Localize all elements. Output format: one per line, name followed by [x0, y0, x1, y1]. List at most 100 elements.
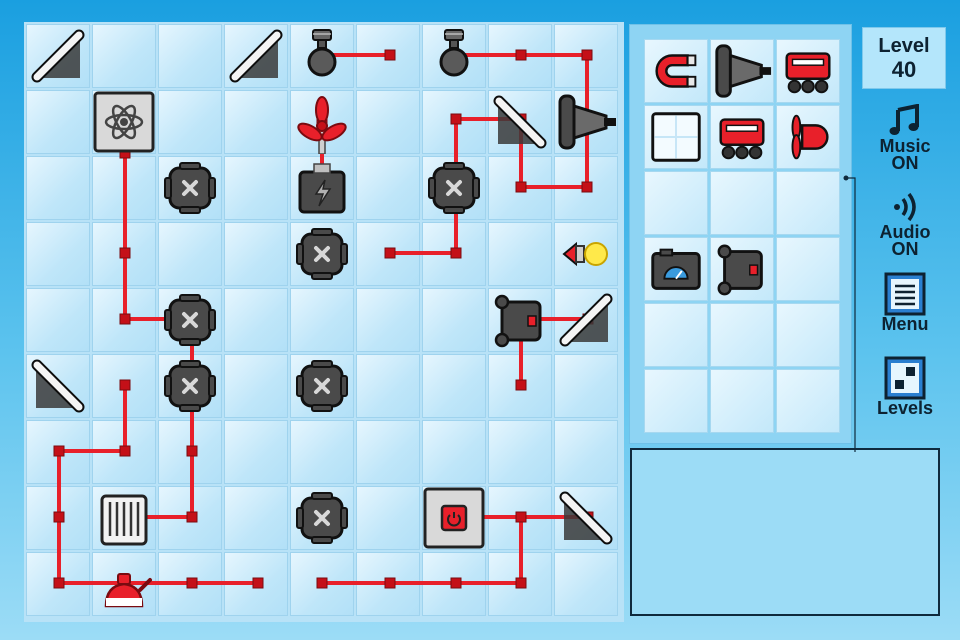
board-piece-blocker-x[interactable] [290, 222, 354, 286]
inventory-item-robot-cart[interactable] [710, 105, 774, 169]
board-cell[interactable] [92, 222, 156, 286]
board-cell[interactable] [26, 156, 90, 220]
inventory-slot[interactable] [710, 369, 774, 433]
board-piece-blocker-x[interactable] [422, 156, 486, 220]
board-cell[interactable] [26, 486, 90, 550]
board-cell[interactable] [554, 420, 618, 484]
board-cell[interactable] [422, 288, 486, 352]
board-piece-mirror-backslash[interactable] [554, 486, 618, 550]
board-cell[interactable] [224, 420, 288, 484]
board-cell[interactable] [224, 288, 288, 352]
inventory-slot[interactable] [776, 237, 840, 301]
board-cell[interactable] [356, 354, 420, 418]
inventory-slot[interactable] [644, 171, 708, 235]
inventory-slot[interactable] [644, 369, 708, 433]
inventory-item-laser-emitter[interactable] [710, 39, 774, 103]
board-piece-mirror-backslash[interactable] [488, 90, 552, 154]
board-cell[interactable] [488, 222, 552, 286]
board-cell[interactable] [488, 552, 552, 616]
board-cell[interactable] [290, 420, 354, 484]
board-cell[interactable] [26, 222, 90, 286]
board-piece-generator-pulley[interactable] [290, 24, 354, 88]
board-cell[interactable] [356, 420, 420, 484]
board-cell[interactable] [290, 288, 354, 352]
board-piece-blocker-x[interactable] [158, 156, 222, 220]
board-piece-laser-emitter[interactable] [554, 90, 618, 154]
board-cell[interactable] [92, 24, 156, 88]
board-cell[interactable] [92, 420, 156, 484]
board-piece-light-bulb[interactable] [554, 222, 618, 286]
inventory-item-light-switch-box[interactable] [710, 237, 774, 301]
board-cell[interactable] [488, 420, 552, 484]
inventory-slot[interactable] [710, 303, 774, 367]
board-cell[interactable] [224, 486, 288, 550]
board-cell[interactable] [488, 486, 552, 550]
board-piece-blocker-x[interactable] [290, 354, 354, 418]
board-cell[interactable] [554, 552, 618, 616]
inventory-slot[interactable] [710, 171, 774, 235]
board-cell[interactable] [26, 552, 90, 616]
inventory-item-ice-block[interactable] [644, 105, 708, 169]
board-cell[interactable] [158, 90, 222, 154]
board-piece-blocker-x[interactable] [158, 354, 222, 418]
board-piece-mirror-backslash[interactable] [26, 354, 90, 418]
inventory-slot[interactable] [776, 369, 840, 433]
board-cell[interactable] [356, 486, 420, 550]
music-toggle-button[interactable]: Music ON [864, 104, 946, 172]
board-piece-mirror-slash[interactable] [224, 24, 288, 88]
board-cell[interactable] [92, 156, 156, 220]
inventory-slot[interactable] [644, 303, 708, 367]
levels-button[interactable]: Levels [864, 356, 946, 417]
board-cell[interactable] [422, 354, 486, 418]
board-piece-kettle[interactable] [92, 552, 156, 616]
board-piece-light-switch-box[interactable] [488, 288, 552, 352]
board-cell[interactable] [158, 420, 222, 484]
board-cell[interactable] [26, 420, 90, 484]
board-piece-fan-propeller[interactable] [290, 90, 354, 154]
board-cell[interactable] [26, 288, 90, 352]
board-cell[interactable] [356, 552, 420, 616]
board-piece-blocker-x[interactable] [158, 288, 222, 352]
board-cell[interactable] [92, 354, 156, 418]
board-cell[interactable] [356, 90, 420, 154]
board-cell[interactable] [158, 24, 222, 88]
board-cell[interactable] [488, 354, 552, 418]
inventory-item-gauge-box[interactable] [644, 237, 708, 301]
board-cell[interactable] [224, 552, 288, 616]
board-cell[interactable] [422, 552, 486, 616]
board-piece-generator-pulley[interactable] [422, 24, 486, 88]
board-piece-power-button[interactable] [422, 486, 486, 550]
board-cell[interactable] [488, 24, 552, 88]
board-cell[interactable] [224, 90, 288, 154]
board-cell[interactable] [488, 156, 552, 220]
board-piece-heater-radiator[interactable] [92, 486, 156, 550]
board-cell[interactable] [26, 90, 90, 154]
board-cell[interactable] [356, 156, 420, 220]
board-cell[interactable] [422, 420, 486, 484]
board-cell[interactable] [356, 288, 420, 352]
inventory-slot[interactable] [776, 171, 840, 235]
board-cell[interactable] [224, 156, 288, 220]
inventory-item-robot-cart[interactable] [776, 39, 840, 103]
board-piece-battery-box[interactable] [290, 156, 354, 220]
board-cell[interactable] [356, 222, 420, 286]
board-piece-mirror-slash[interactable] [26, 24, 90, 88]
board-cell[interactable] [290, 552, 354, 616]
board-cell[interactable] [158, 552, 222, 616]
audio-toggle-button[interactable]: Audio ON [864, 190, 946, 258]
board-piece-atom-generator[interactable] [92, 90, 156, 154]
board-cell[interactable] [554, 24, 618, 88]
board-piece-blocker-x[interactable] [290, 486, 354, 550]
menu-button[interactable]: Menu [864, 272, 946, 333]
board-cell[interactable] [158, 486, 222, 550]
board-cell[interactable] [554, 156, 618, 220]
inventory-item-magnet[interactable] [644, 39, 708, 103]
inventory-item-propeller[interactable] [776, 105, 840, 169]
board-cell[interactable] [224, 354, 288, 418]
board-cell[interactable] [92, 288, 156, 352]
board-cell[interactable] [554, 354, 618, 418]
board-cell[interactable] [422, 90, 486, 154]
board-piece-mirror-slash[interactable] [554, 288, 618, 352]
board-cell[interactable] [158, 222, 222, 286]
board-cell[interactable] [422, 222, 486, 286]
